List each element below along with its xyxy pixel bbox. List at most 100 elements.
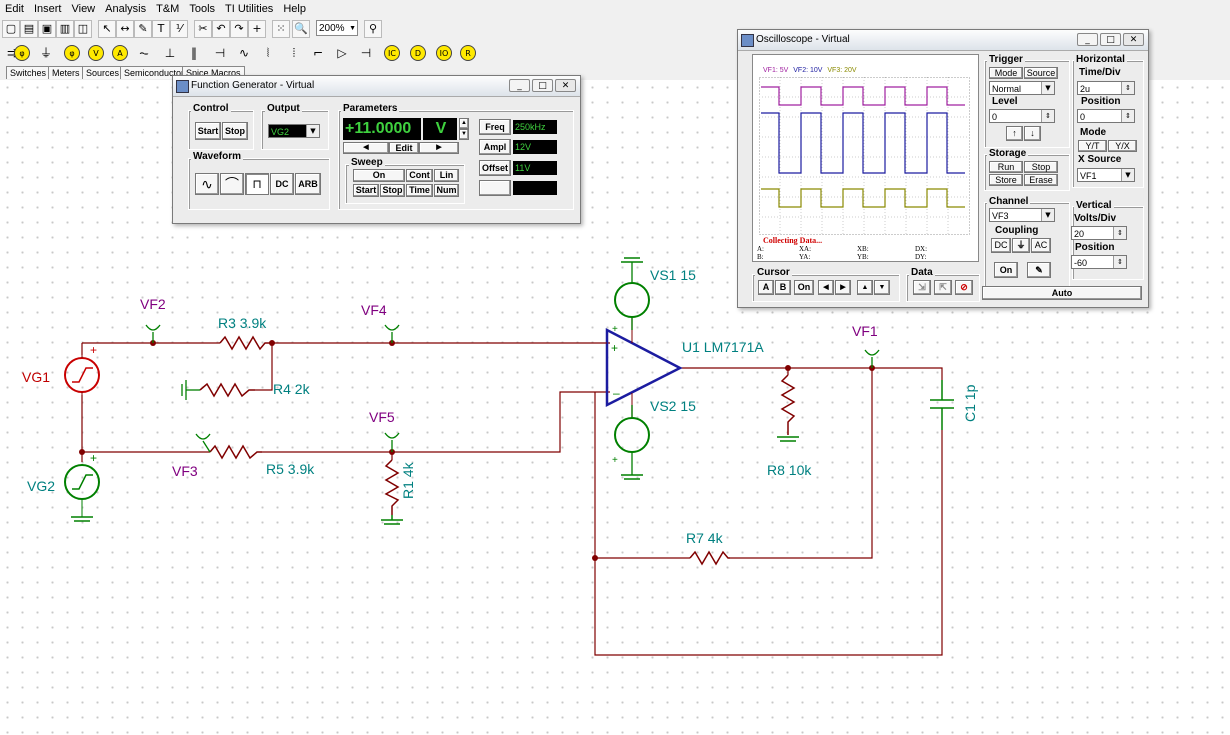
trigger-level-input[interactable]: 0⇕ (989, 109, 1055, 123)
r8-resistor-symbol[interactable] (780, 374, 796, 435)
cursor-down-icon[interactable]: ▼ (874, 280, 890, 295)
stop-button[interactable]: Stop (222, 122, 248, 140)
menu-analysis[interactable]: Analysis (105, 3, 147, 15)
sweep-num-button[interactable]: Num (434, 184, 459, 197)
cursor-b-button[interactable]: B (775, 280, 791, 295)
pen-icon[interactable]: ✎ (134, 20, 152, 38)
function-generator-titlebar[interactable]: Function Generator - Virtual _ □ ✕ (173, 76, 580, 97)
storage-store-button[interactable]: Store (989, 174, 1023, 186)
minimize-button[interactable]: _ (1077, 33, 1098, 46)
storage-stop-button[interactable]: Stop (1024, 161, 1058, 173)
capacitor-icon[interactable]: ‖ (191, 46, 197, 60)
probe-icon[interactable]: ⚲ (364, 20, 382, 38)
print-preview-icon[interactable]: ◫ (74, 20, 92, 38)
menu-tools[interactable]: Tools (189, 3, 216, 15)
capacitor-electrolytic-icon[interactable]: ⊣ (214, 46, 226, 60)
time-div-input[interactable]: 2u⇕ (1077, 81, 1135, 95)
resistor-icon[interactable]: ⏦ (139, 46, 149, 60)
voltage-source-icon[interactable]: φ (64, 45, 80, 61)
cut-icon[interactable]: ✂ (194, 20, 212, 38)
r3-resistor-symbol[interactable] (219, 335, 270, 351)
meter-r-icon[interactable]: R (460, 45, 476, 61)
trigger-source-button[interactable]: Source (1024, 67, 1058, 79)
vg1-source-symbol[interactable]: + (64, 343, 100, 395)
start-button[interactable]: Start (195, 122, 221, 140)
menu-edit[interactable]: Edit (5, 3, 24, 15)
output-select[interactable]: VG2▼ (268, 124, 320, 138)
menu-help[interactable]: Help (283, 3, 306, 15)
offset-button[interactable]: Offset (479, 160, 511, 176)
edit-button[interactable]: Edit (389, 142, 419, 154)
trigger-mode-select[interactable]: Normal▼ (989, 81, 1055, 95)
triangle-wave-icon[interactable]: ⌒ (220, 173, 244, 195)
sweep-lin-button[interactable]: Lin (434, 169, 459, 182)
storage-erase-button[interactable]: Erase (1024, 174, 1058, 186)
falling-edge-icon[interactable]: ↓ (1024, 126, 1041, 141)
add-icon[interactable]: + (248, 20, 266, 38)
square-wave-icon[interactable]: ⊓ (245, 173, 269, 195)
menu-ti-utilities[interactable]: TI Utilities (225, 3, 274, 15)
menu-insert[interactable]: Insert (33, 3, 62, 15)
value-display[interactable]: +11.0000 (343, 118, 421, 140)
mode-yx-button[interactable]: Y/X (1108, 140, 1137, 152)
r5-resistor-symbol[interactable] (209, 444, 262, 460)
zoom-icon[interactable]: 🔍 (292, 20, 310, 38)
diode-icon[interactable]: ▷ (337, 46, 347, 60)
cursor-on-button[interactable]: On (794, 280, 814, 295)
inductor-icon[interactable]: ∿ (238, 46, 250, 60)
save-icon[interactable]: ▣ (38, 20, 56, 38)
cursor-right-icon[interactable]: ▶ (835, 280, 851, 295)
sweep-cont-button[interactable]: Cont (406, 169, 433, 182)
cursor-left-icon[interactable]: ◀ (343, 142, 389, 154)
minimize-button[interactable]: _ (509, 79, 530, 92)
maximize-button[interactable]: □ (532, 79, 553, 92)
component-arrow-icon[interactable]: ⇉ (6, 46, 18, 60)
probe-pen-icon[interactable]: ✎ (1027, 262, 1051, 278)
coupling-ac-button[interactable]: AC (1031, 238, 1051, 253)
c1-capacitor-symbol[interactable] (930, 380, 954, 430)
vs2-source-symbol[interactable]: + (612, 405, 650, 480)
new-file-icon[interactable]: ▢ (2, 20, 20, 38)
r4-resistor-symbol[interactable] (199, 382, 255, 398)
menu-tm[interactable]: T&M (156, 3, 180, 15)
ammeter-icon[interactable]: A (112, 45, 128, 61)
voltmeter-icon[interactable]: V (88, 45, 104, 61)
print-icon[interactable]: ▥ (56, 20, 74, 38)
battery-icon[interactable]: ⊥ (164, 46, 176, 60)
component-source-icon[interactable]: φ (14, 45, 30, 61)
switch-icon[interactable]: ⌐ (312, 46, 324, 60)
redo-icon[interactable]: ↷ (230, 20, 248, 38)
vf3-probe-icon[interactable] (195, 433, 211, 453)
menu-view[interactable]: View (71, 3, 96, 15)
vf2-probe-icon[interactable] (145, 324, 161, 343)
data-import-icon[interactable]: ⇲ (913, 280, 931, 295)
text-icon[interactable]: T (152, 20, 170, 38)
ampl-button[interactable]: Ampl (479, 139, 511, 155)
open-file-icon[interactable]: ▤ (20, 20, 38, 38)
storage-run-button[interactable]: Run (989, 161, 1023, 173)
select-arrow-icon[interactable]: ↖ (98, 20, 116, 38)
arb-button[interactable]: ARB (295, 173, 321, 195)
sweep-time-button[interactable]: Time (406, 184, 433, 197)
h-position-input[interactable]: 0⇕ (1077, 109, 1135, 123)
current-meter-icon[interactable]: IC (384, 45, 400, 61)
auto-button[interactable]: Auto (982, 286, 1142, 300)
sine-wave-icon[interactable]: ∿ (195, 173, 219, 195)
v-position-input[interactable]: -60⇕ (1071, 255, 1127, 269)
close-button[interactable]: ✕ (555, 79, 576, 92)
cursor-a-button[interactable]: A (758, 280, 774, 295)
mode-yt-button[interactable]: Y/T (1078, 140, 1107, 152)
transformer-icon[interactable]: ⦚ (266, 46, 270, 60)
rising-edge-icon[interactable]: ↑ (1006, 126, 1023, 141)
vf1-probe-icon[interactable] (864, 349, 880, 368)
x-source-select[interactable]: VF1▼ (1077, 168, 1135, 182)
opamp-u1-symbol[interactable]: + – (596, 327, 683, 408)
move-icon[interactable]: ↔ (116, 20, 134, 38)
scope-screen[interactable]: VF1: 5V VF2: 10V VF3: 20V Collecting Dat… (752, 54, 979, 262)
freq-button[interactable]: Freq (479, 119, 511, 135)
channel-select[interactable]: VF3▼ (989, 208, 1055, 222)
maximize-button[interactable]: □ (1100, 33, 1121, 46)
sweep-start-button[interactable]: Start (353, 184, 379, 197)
blank-param-button[interactable] (479, 180, 511, 196)
vs1-source-symbol[interactable]: + (612, 257, 650, 335)
